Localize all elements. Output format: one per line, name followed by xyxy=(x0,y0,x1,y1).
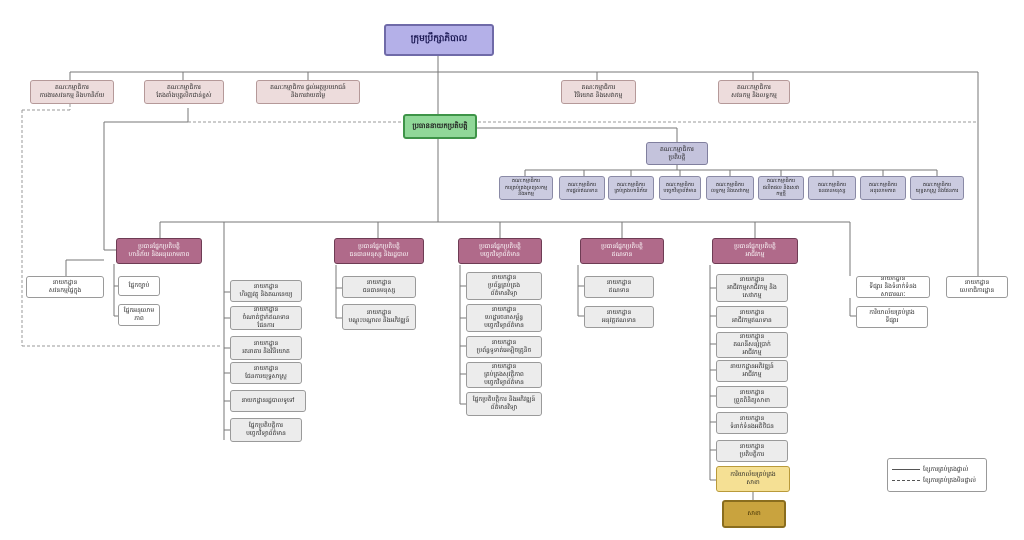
committee-nomination-node: គណៈកម្មាធិការ តែងតាំងបុគ្គលិកជាន់ខ្ពស់ xyxy=(144,80,224,104)
finance-child-node: ផ្នែកប្រតិបត្តិការ បច្ចេកវិទ្យាព័ត៌មាន xyxy=(230,418,302,442)
board-node: ក្រុមប្រឹក្សាភិបាល xyxy=(384,24,494,56)
it-division-head-node: ប្រធានផ្នែកប្រតិបត្តិ បច្ចេកវិទ្យាព័ត៌មា… xyxy=(458,238,542,264)
business-child-node: នាយកដ្ឋាន ទំនាក់ទំនងអតិថិជន xyxy=(716,412,788,434)
finance-child-node: នាយកដ្ឋានរដ្ឋបាលទូទៅ xyxy=(230,390,306,412)
committee-governance-node: គណៈកម្មាធិការ សវនកម្ម និងលទ្ធកម្ម xyxy=(718,80,790,104)
risk-division-head-node: ប្រធានផ្នែកប្រតិបត្តិ ហានិភ័យ និងអនុលោមភ… xyxy=(116,238,202,264)
ceo-node: ប្រធាននាយកប្រតិបត្តិ xyxy=(403,114,477,139)
credit-child-node: នាយកដ្ឋាន ឥណទាន xyxy=(584,276,654,298)
hr-child-node: នាយកដ្ឋាន បណ្តុះបណ្តាល និងអភិវឌ្ឍន៍ xyxy=(342,304,416,330)
legend-dashed-label: ខ្សែការគ្រប់គ្រងមិនផ្ទាល់ xyxy=(923,477,976,484)
business-child-node: នាយកដ្ឋានអភិវឌ្ឍន៍ អាជីវកម្ម xyxy=(716,360,788,382)
it-child-node: នាយកដ្ឋាន ហេដ្ឋារចនាសម្ព័ន្ធ បច្ចេកវិទ្យ… xyxy=(466,304,542,332)
branches-node: សាខា xyxy=(722,500,786,528)
it-child-node: ផ្នែកប្រតិបត្តិការ និងអភិវឌ្ឍន៍ ព័ត៌មានវ… xyxy=(466,392,542,416)
marketing-dept-node: នាយកដ្ឋាន ទីផ្សារ និងទំនាក់ទំនង សាធារណៈ xyxy=(856,276,930,298)
business-child-node: នាយកដ្ឋាន គណនីសន្សំប្រាក់ អាជីវកម្ម xyxy=(716,332,788,358)
credit-division-head-node: ប្រធានផ្នែកប្រតិបត្តិ ឥណទាន xyxy=(580,238,664,264)
finance-child-node: នាយកដ្ឋាន ហិរញ្ញវត្ថុ និងគណនេយ្យ xyxy=(230,280,302,302)
business-child-node: នាយកដ្ឋាន អាជីវកម្មឥណទាន xyxy=(716,306,788,328)
internal-audit-dept-node: នាយកដ្ឋាន សវនកម្មផ្ទៃក្នុង xyxy=(26,276,104,298)
it-child-node: នាយកដ្ឋាន ប្រព័ន្ធគ្រប់គ្រង ព័ត៌មានវិទ្យ… xyxy=(466,272,542,300)
sub-committee-node: គណៈកម្មាធិការ គ្រប់គ្រងហានិភ័យ xyxy=(608,176,654,200)
business-child-node: នាយកដ្ឋាន អាជីវកម្មសាជីវកម្ម និង សេវាកម្… xyxy=(716,274,788,302)
credit-child-node: នាយកដ្ឋាន អនុវត្តឥណទាន xyxy=(584,306,654,328)
sub-committee-node: គណៈកម្មាធិការ ការផ្តល់ឥណទាន xyxy=(559,176,605,200)
finance-child-node: នាយកដ្ឋាន រតនាគារ និងវិនិយោគ xyxy=(230,336,302,360)
business-child-node: នាយកដ្ឋាន ប្រតិបត្តិការ xyxy=(716,440,788,462)
finance-child-node: នាយកដ្ឋាន ផែនការយុទ្ធសាស្ត្រ xyxy=(230,362,302,384)
sub-committee-node: គណៈកម្មាធិការ បច្ចេកវិទ្យាព័ត៌មាន xyxy=(659,176,701,200)
legend: ខ្សែការគ្រប់គ្រងផ្ទាល់ ខ្សែការគ្រប់គ្រងម… xyxy=(887,458,987,492)
business-child-node: នាយកដ្ឋាន ព្រួតពិនិត្យសាខា xyxy=(716,386,788,408)
committee-audit-node: គណៈកម្មាធិការ ការងារសវនកម្ម និងហានិភ័យ xyxy=(30,80,114,104)
sub-committee-node: គណៈកម្មាធិការ ផលិតផល និងសេវាកម្មថ្មី xyxy=(758,176,804,200)
compliance-unit-node: ផ្នែកអនុលោមភាព xyxy=(118,304,160,326)
sub-committee-node: គណៈកម្មាធិការ លទ្ធកម្ម និងសេវាកម្ម xyxy=(706,176,754,200)
committee-investment-node: គណៈកម្មាធិការ វិនិយោគ និងសេវាកម្ម xyxy=(561,80,636,104)
hr-division-head-node: ប្រធានផ្នែកប្រតិបត្តិ ធនធានមនុស្ស និងរដ្… xyxy=(334,238,424,264)
branch-management-node: ការិយាល័យគ្រប់គ្រង សាខា xyxy=(716,466,790,492)
sub-committee-node: គណៈកម្មាធិការ អនុលោមភាព xyxy=(860,176,906,200)
marketing-office-node: ការិយាល័យគ្រប់គ្រង ទីផ្សារ xyxy=(856,306,928,328)
legend-solid-label: ខ្សែការគ្រប់គ្រងផ្ទាល់ xyxy=(923,466,969,473)
hr-child-node: នាយកដ្ឋាន ធនធានមនុស្ស xyxy=(342,276,416,298)
sub-committee-node: គណៈកម្មាធិការ ការគ្រប់គ្រងទ្រព្យសកម្ម និ… xyxy=(499,176,553,200)
it-child-node: នាយកដ្ឋាន គ្រប់គ្រងសុវត្ថិភាព បច្ចេកវិទ្… xyxy=(466,362,542,388)
board-secretary-dept-node: នាយកដ្ឋាន លេខាធិការដ្ឋាន xyxy=(946,276,1008,298)
business-division-head-node: ប្រធានផ្នែកប្រតិបត្តិ អាជីវកម្ម xyxy=(712,238,798,264)
it-child-node: នាយកដ្ឋាន ប្រព័ន្ធទូទាត់អេឡិចត្រូនិច xyxy=(466,336,542,358)
finance-child-node: នាយកដ្ឋាន ចំណាត់ថ្នាក់ឥណទាន ផែនការ xyxy=(230,306,302,330)
committee-compensation-node: គណៈកម្មាធិការ ផ្តល់អត្ថប្រយោជន៍ និងការវា… xyxy=(256,80,360,104)
dashed-line-swatch xyxy=(892,480,920,481)
solid-line-swatch xyxy=(892,469,920,470)
sub-committee-node: គណៈកម្មាធិការ ធនធានមនុស្ស xyxy=(808,176,856,200)
sub-committee-node: គណៈកម្មាធិការ យុទ្ធសាស្ត្រ និងផែនការ xyxy=(910,176,964,200)
legal-unit-node: ផ្នែកច្បាប់ xyxy=(118,276,160,296)
executive-committee-node: គណៈកម្មាធិការ ប្រតិបត្តិ xyxy=(646,142,708,165)
